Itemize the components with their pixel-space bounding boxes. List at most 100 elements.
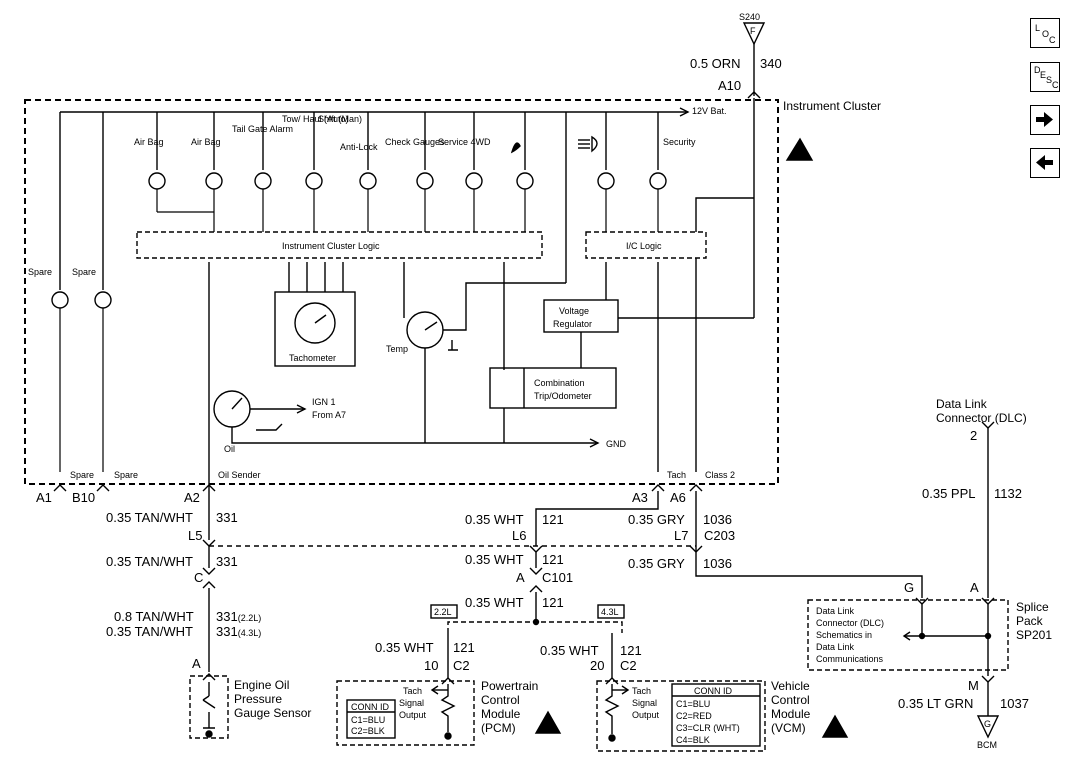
sensor-resistor-icon (202, 682, 216, 729)
vcm-esd-icon (821, 714, 849, 738)
w331d: 0.35 TAN/WHT (106, 624, 193, 639)
svg-text:Spare: Spare (114, 470, 138, 480)
c331-b: 331 (216, 554, 238, 569)
top-circuit: 340 (760, 56, 782, 71)
pcm-esd-icon (534, 710, 562, 734)
engine-43-box (597, 604, 625, 619)
pcm-signal-3: Output (399, 710, 427, 720)
svg-text:Spare: Spare (28, 267, 52, 277)
splice-title-2: Pack (1016, 614, 1044, 628)
svg-text:C2=RED: C2=RED (676, 711, 712, 721)
bcm-ground-letter: G (984, 719, 991, 729)
vcm-title-3: Module (771, 707, 811, 721)
ic-logic-box (585, 231, 707, 259)
svg-text:CONN ID: CONN ID (694, 686, 733, 696)
svg-text:C4=BLK: C4=BLK (676, 735, 710, 745)
l5-label: L5 (188, 528, 202, 543)
vcm-pin: 20 (590, 658, 604, 673)
svg-text:A1: A1 (36, 490, 52, 505)
svg-text:C1=BLU: C1=BLU (676, 699, 710, 709)
splice-wire: 0.35 LT GRN (898, 696, 973, 711)
svg-text:Air Bag: Air Bag (134, 137, 164, 147)
headlamp-icon (578, 135, 598, 153)
previous-page-button[interactable] (1030, 148, 1060, 178)
w331b: 0.35 TAN/WHT (106, 554, 193, 569)
engine-22-label: 2.2L (434, 607, 452, 617)
svg-text:Spare: Spare (70, 470, 94, 480)
oil-can-icon (256, 423, 283, 431)
splice-note-3: Schematics in (816, 630, 872, 640)
pcm-signal-2: Signal (399, 698, 424, 708)
vcm-conn-table (671, 683, 761, 747)
loc-button[interactable]: L O C (1030, 18, 1060, 48)
c1036-a: 1036 (703, 512, 732, 527)
sensor-title-2: Pressure (234, 692, 282, 706)
splice-note-5: Communications (816, 654, 884, 664)
svg-text:Tow/ Haul (Auto): Tow/ Haul (Auto) (282, 114, 349, 124)
pcm-title-1: Powertrain (481, 679, 538, 693)
pcm-title-3: Module (481, 707, 521, 721)
bcm-ground-symbol (976, 715, 1000, 739)
w121d: 0.35 WHT (375, 640, 434, 655)
s240-label: S240 (739, 12, 760, 22)
instrument-cluster-box (24, 99, 779, 485)
svg-text:C2=BLK: C2=BLK (351, 726, 385, 736)
svg-text:A2: A2 (184, 490, 200, 505)
tach-label: Tachometer (289, 353, 336, 363)
arrow-left-icon (1036, 155, 1053, 170)
splice-note-2: Connector (DLC) (816, 618, 884, 628)
c121-e: 121 (620, 643, 642, 658)
svg-text:Tail Gate Alarm: Tail Gate Alarm (232, 124, 293, 134)
w1036b: 0.35 GRY (628, 556, 685, 571)
vcm-title-2: Control (771, 693, 810, 707)
c121-c: 121 (542, 595, 564, 610)
top-pin: A10 (718, 78, 741, 93)
desc-button[interactable]: D E S C (1030, 62, 1060, 92)
l6-label: L6 (512, 528, 526, 543)
pcm-signal-1: Tach (403, 686, 422, 696)
svg-text:Air Bag: Air Bag (191, 137, 221, 147)
splice-pin-a: A (970, 580, 979, 595)
vcm-signal-3: Output (632, 710, 660, 720)
pcm-pin: 10 (424, 658, 438, 673)
splice-pin-m: M (968, 678, 979, 693)
ign-label-1: IGN 1 (312, 397, 336, 407)
svg-text:A6: A6 (670, 490, 686, 505)
w1036a: 0.35 GRY (628, 512, 685, 527)
odometer-box (489, 367, 617, 409)
lamp-labels: Air Bag Air Bag Tail Gate Alarm Tow/ Hau… (28, 114, 696, 277)
c101-label: C101 (542, 570, 573, 585)
w121b: 0.35 WHT (465, 552, 524, 567)
temp-label: Temp (386, 344, 408, 354)
l7-label: L7 (674, 528, 688, 543)
dlc-circuit: 1132 (994, 486, 1022, 501)
cluster-logic-box (136, 231, 543, 259)
svg-text:Service 4WD: Service 4WD (438, 137, 491, 147)
next-page-button[interactable] (1030, 105, 1060, 135)
fuse-letter: F (750, 26, 756, 36)
gnd-label: GND (606, 439, 627, 449)
c1036-b: 1036 (703, 556, 732, 571)
ign-label-2: From A7 (312, 410, 346, 420)
svg-text:Shift (Man): Shift (Man) (318, 114, 362, 124)
vcm-title-1: Vehicle (771, 679, 810, 693)
arrow-right-icon (1036, 112, 1053, 127)
svg-text:Check Gauges: Check Gauges (385, 137, 445, 147)
cluster-bottom-labels: Spare Spare Oil Sender Tach Class 2 (70, 470, 735, 480)
vcm-title-4: (VCM) (771, 721, 806, 735)
sensor-title-1: Engine Oil (234, 678, 289, 692)
odo-label-2: Trip/Odometer (534, 391, 592, 401)
c331-c: 331(2.2L) (216, 609, 261, 624)
vcm-signal-1: Tach (632, 686, 651, 696)
oil-label: Oil (224, 444, 235, 454)
svg-text:C3=CLR (WHT): C3=CLR (WHT) (676, 723, 740, 733)
tach-gauge (294, 302, 336, 344)
splice-note-4: Data Link (816, 642, 855, 652)
pcm-title-4: (PCM) (481, 721, 516, 735)
engine-43-label: 4.3L (601, 607, 619, 617)
pcm-resistor-icon (440, 684, 456, 732)
pcm-box (336, 680, 475, 746)
splice-note-1: Data Link (816, 606, 855, 616)
cluster-logic-label: Instrument Cluster Logic (282, 241, 380, 251)
